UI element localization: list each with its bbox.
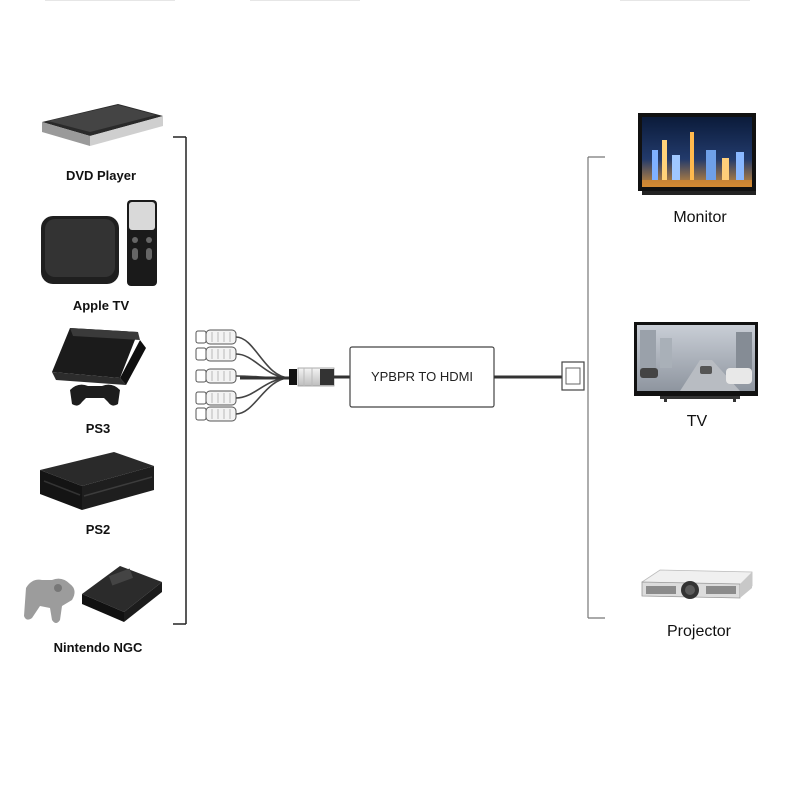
output-bracket: [587, 156, 605, 619]
monitor-icon: [638, 113, 756, 195]
source-label-ps3: PS3: [85, 421, 111, 436]
source-label-dvd-player: DVD Player: [65, 168, 137, 183]
ypbpr-cable-bundle: [195, 329, 291, 422]
ps3-console-icon: [52, 328, 146, 406]
output-label-projector: Projector: [666, 623, 732, 640]
cable-connector: [240, 367, 350, 387]
converter-label: YPBPR TO HDMI: [370, 369, 474, 384]
rca-plug: [195, 377, 291, 406]
source-label-ps2: PS2: [85, 522, 111, 537]
apple-tv-icon: [41, 200, 157, 286]
source-label-apple-tv: Apple TV: [72, 298, 130, 313]
ps2-console-icon: [40, 452, 154, 510]
tv-icon: [634, 322, 758, 402]
hdmi-output-cable: [494, 361, 585, 391]
output-label-monitor: Monitor: [673, 209, 727, 226]
projector-icon: [641, 569, 753, 599]
source-label-nintendo-ngc: Nintendo NGC: [53, 640, 143, 655]
source-bracket: [173, 136, 187, 625]
output-label-tv: TV: [686, 413, 708, 430]
nintendo-console-icon: [24, 566, 162, 623]
dvd-player-icon: [42, 104, 163, 146]
